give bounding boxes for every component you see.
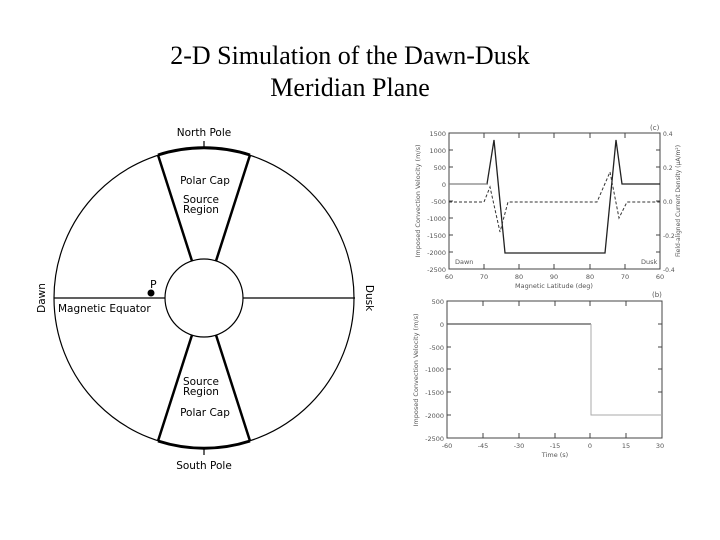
south-source-label-2: Region — [183, 386, 219, 398]
south-wedge-right — [214, 334, 252, 442]
north-wedge-right — [214, 154, 252, 262]
svg-text:1500: 1500 — [429, 130, 446, 138]
svg-text:60: 60 — [656, 273, 664, 281]
plot-c-ylabel: Imposed Convection Velocity (m/s) — [414, 144, 422, 257]
svg-text:-500: -500 — [431, 198, 446, 206]
magnetic-equator-label: Magnetic Equator — [58, 303, 151, 315]
plot-c-y2-tick-labels: 0.4 0.2 0.0 -0.2 -0.4 — [663, 131, 675, 274]
svg-text:-2500: -2500 — [427, 266, 446, 274]
point-p-label: P — [150, 278, 157, 291]
svg-text:-2500: -2500 — [425, 435, 444, 443]
svg-text:-1000: -1000 — [427, 215, 446, 223]
north-arc-thick — [157, 146, 251, 157]
svg-text:-1500: -1500 — [427, 232, 446, 240]
plot-b-x-ticks — [482, 301, 627, 438]
plot-c-x-tick-labels: 60 70 80 90 80 70 60 — [445, 273, 664, 281]
plot-b-y-tick-labels: 500 0 -500 -1000 -1500 -2000 -2500 — [425, 298, 444, 443]
plot-b-y-ticks — [447, 323, 662, 416]
svg-text:-500: -500 — [429, 344, 444, 352]
svg-text:500: 500 — [434, 164, 446, 172]
svg-text:-45: -45 — [478, 442, 489, 450]
plot-c-panel-label: (c) — [650, 124, 660, 132]
north-wedge-left — [156, 154, 194, 262]
north-pole-label: North Pole — [177, 127, 231, 139]
svg-text:-60: -60 — [442, 442, 453, 450]
plot-c-y2label: Field-aligned Current Density (µA/m²) — [675, 145, 682, 257]
title-line-1: 2-D Simulation of the Dawn-Dusk — [170, 41, 530, 70]
svg-text:15: 15 — [622, 442, 630, 450]
title-line-2: Meridian Plane — [270, 73, 430, 102]
svg-text:-2000: -2000 — [425, 412, 444, 420]
svg-text:1000: 1000 — [429, 147, 446, 155]
point-p-marker — [147, 289, 155, 297]
plot-c-current-line — [449, 170, 660, 233]
svg-text:0.2: 0.2 — [663, 165, 673, 172]
svg-text:0.4: 0.4 — [663, 131, 673, 138]
north-source-label-1: Source — [183, 194, 219, 206]
north-source-label-2: Region — [183, 204, 219, 216]
svg-text:-1000: -1000 — [425, 366, 444, 374]
svg-text:-1500: -1500 — [425, 389, 444, 397]
meridian-diagram: P North Pole South Pole Polar Cap Source… — [36, 127, 375, 472]
south-source-label-1: Source — [183, 376, 219, 388]
plot-b-panel-label: (b) — [652, 291, 662, 299]
plot-c-xlabel: Magnetic Latitude (deg) — [515, 282, 593, 290]
plot-b-ylabel: Imposed Convection Velocity (m/s) — [412, 313, 420, 426]
plot-c-y-ticks — [449, 149, 660, 253]
plot-b-xlabel: Time (s) — [541, 451, 568, 459]
slide-title: 2-D Simulation of the Dawn-Dusk Meridian… — [0, 40, 700, 104]
plot-c-frame — [448, 132, 661, 270]
south-arc-thick — [157, 439, 251, 450]
plot-c-y-tick-labels: 1500 1000 500 0 -500 -1000 -1500 -2000 -… — [427, 130, 446, 274]
plot-c-x-ticks — [483, 133, 626, 269]
south-wedge-left — [156, 334, 194, 442]
plot-b-frame — [446, 300, 663, 439]
svg-text:90: 90 — [550, 273, 558, 281]
svg-text:80: 80 — [586, 273, 594, 281]
south-pole-label: South Pole — [176, 460, 232, 472]
svg-text:0: 0 — [442, 181, 446, 189]
north-polar-cap-label: Polar Cap — [180, 175, 230, 187]
svg-text:30: 30 — [656, 442, 664, 450]
plot-b: (b) 500 0 -500 -1000 -1500 -2000 -2500 -… — [412, 291, 664, 459]
dusk-label: Dusk — [363, 285, 375, 312]
svg-text:60: 60 — [445, 273, 453, 281]
svg-text:-0.2: -0.2 — [663, 233, 675, 240]
svg-text:0: 0 — [588, 442, 592, 450]
svg-text:-30: -30 — [514, 442, 525, 450]
svg-text:80: 80 — [515, 273, 523, 281]
plot-b-velocity-step — [590, 324, 662, 416]
plot-b-x-tick-labels: -60 -45 -30 -15 0 15 30 — [442, 442, 664, 450]
svg-text:-2000: -2000 — [427, 249, 446, 257]
svg-text:70: 70 — [621, 273, 629, 281]
south-polar-cap-label: Polar Cap — [180, 407, 230, 419]
plot-c: (c) Dawn Dusk 1500 1000 500 0 -500 -1000… — [414, 124, 682, 290]
svg-text:-15: -15 — [550, 442, 561, 450]
plot-c-dusk-annot: Dusk — [641, 258, 658, 266]
dawn-label: Dawn — [36, 283, 48, 313]
plot-c-dawn-annot: Dawn — [455, 258, 473, 266]
plot-c-velocity-line — [449, 139, 660, 254]
svg-text:0: 0 — [440, 321, 444, 329]
svg-text:70: 70 — [480, 273, 488, 281]
svg-text:0.0: 0.0 — [663, 199, 673, 206]
svg-text:-0.4: -0.4 — [663, 267, 675, 274]
svg-text:500: 500 — [432, 298, 444, 306]
inner-planet-circle — [164, 258, 244, 338]
